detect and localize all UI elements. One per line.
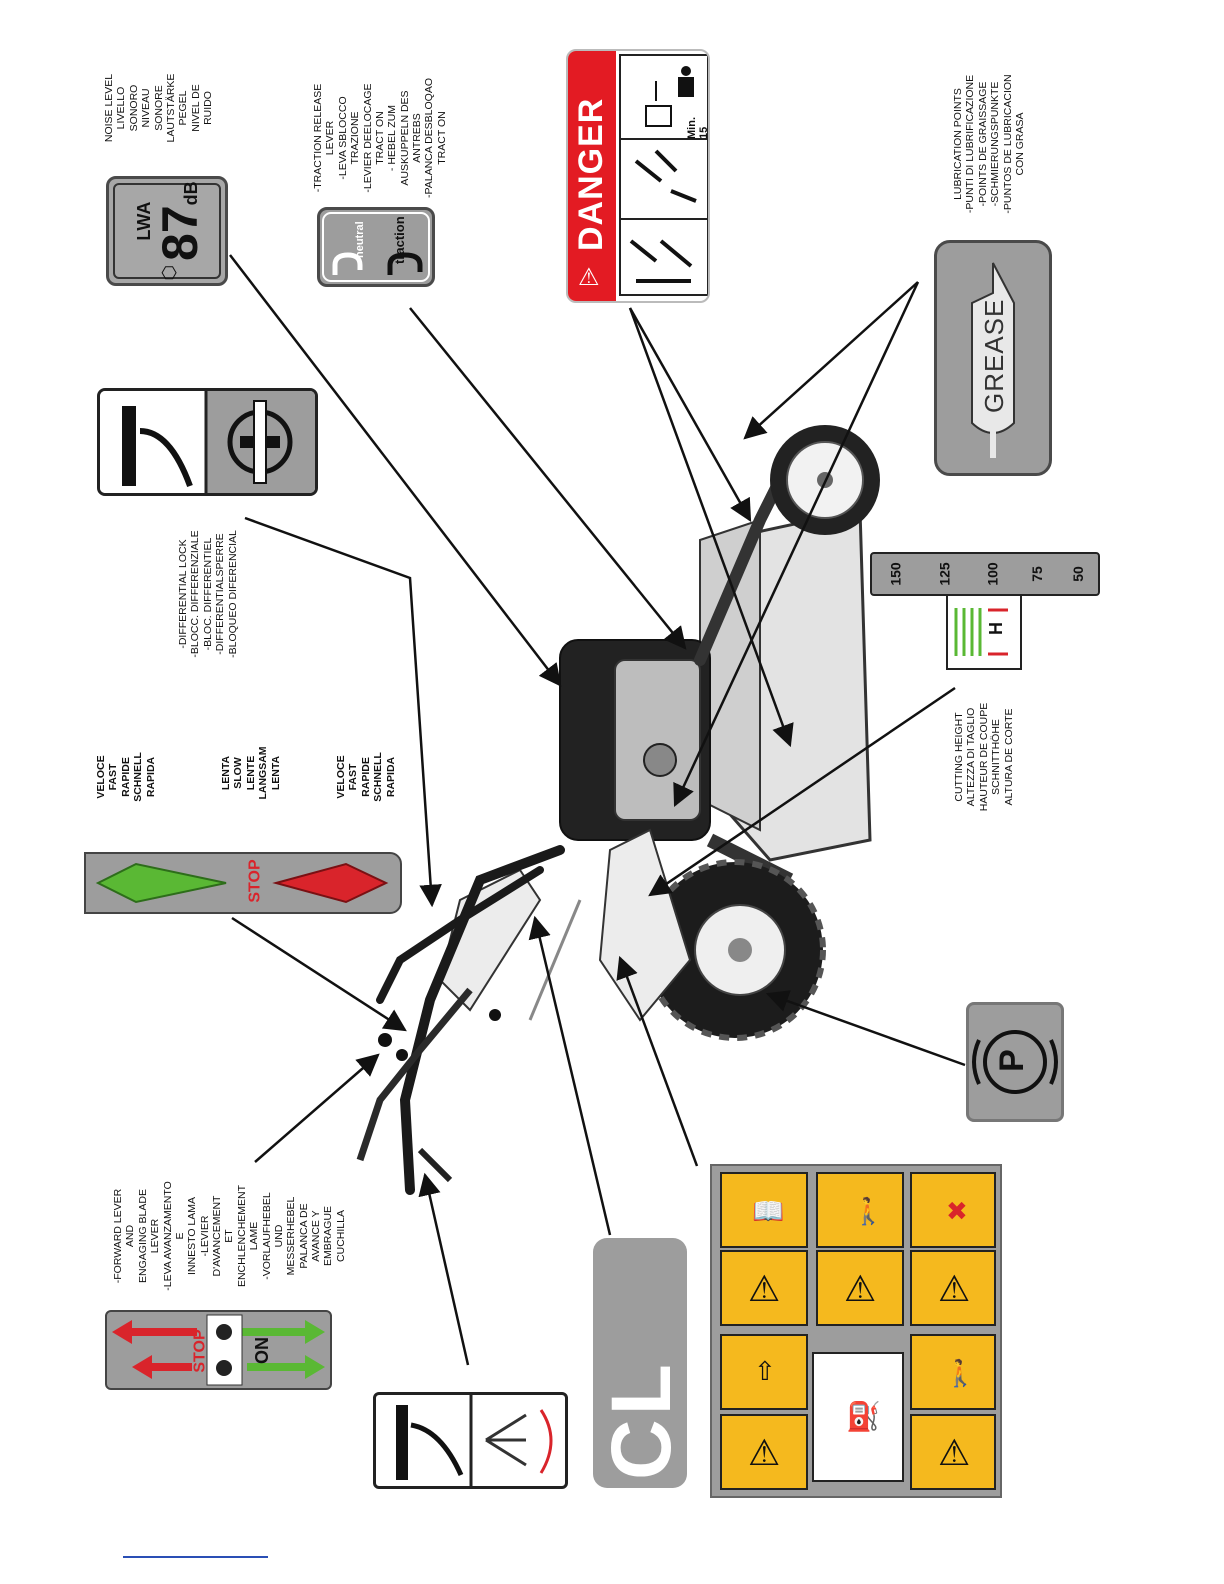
danger-icon: ⚠ (578, 264, 600, 291)
fast-label-2: VELOCE FAST RAPIDE SCHNELL RAPIDA (335, 752, 397, 802)
differential-lock-icon (100, 391, 315, 493)
noise-level-label: NOISE LEVEL LIVELLO SONORO NIVEAU SONORE… (103, 73, 214, 143)
cutting-height-label: CUTTING HEIGHT ALTEZZA DI TAGLIO HAUTEUR… (953, 702, 1015, 812)
traction-neutral-text: neutral (354, 221, 366, 258)
warning-triangle-icon-2: ⚠ (720, 1414, 808, 1490)
grass-height-icon (954, 608, 1008, 656)
noise-icon: ⬡ (158, 264, 179, 281)
hand-hazard-icon: ⚠ (910, 1414, 996, 1490)
danger-pictograms (619, 54, 708, 296)
traction-traction-text: traction (392, 216, 407, 264)
speed-arrows-icon (95, 862, 389, 904)
height-tick: 75 (1029, 566, 1046, 582)
safety-decal: 📖 🚶 ✖ ⚠ ⚠ ⚠ ⇧ ⛽ 🚶 ⚠ ⚠ (710, 1164, 1002, 1498)
forward-lever-label: -FORWARD LEVER AND ENGAGING BLADE LEVER … (112, 1181, 347, 1291)
height-tick: 125 (936, 562, 953, 586)
speed-decal: STOP (84, 852, 402, 914)
handlebar-adjust-icon (396, 1395, 553, 1486)
parking-symbol: P (992, 1049, 1031, 1072)
traction-lever-icon (322, 212, 430, 282)
parking-brake-icon (972, 1030, 1058, 1094)
warning-triangle-icon: ⚠ (720, 1250, 808, 1326)
danger-header: DANGER ⚠ (568, 51, 616, 301)
thrown-objects-icon: ⚠ (816, 1250, 904, 1326)
handlebar-decal (373, 1392, 568, 1489)
leader-lines (229, 254, 966, 1366)
blade-on-text: ON (252, 1337, 272, 1364)
noise-decal: ⬡ LWA 87dB (106, 176, 228, 286)
differential-lock-label: -DIFFERENTIAL LOCK -BLOCC. DIFFERENZIALE… (177, 530, 239, 658)
no-fuel-fire-icon: ⛽ (812, 1352, 904, 1482)
noise-decal-content: ⬡ LWA 87dB (115, 181, 223, 280)
danger-distance: Min. 15 mt. (686, 117, 710, 139)
traction-decal: neutral traction (317, 207, 435, 287)
height-marker: H (986, 622, 1006, 635)
model-decal: CL 75 (593, 1238, 772, 1488)
blade-arrows-icon (112, 1314, 325, 1386)
lubrication-points-label: LUBRICATION POINTS -PUNTI DI LUBRIFICAZI… (952, 74, 1026, 214)
page-footer-rule (123, 1556, 268, 1558)
manual-book-icon: 📖 (720, 1172, 808, 1248)
no-passenger-icon: ✖ (910, 1172, 996, 1248)
parking-decal: P (966, 1002, 1064, 1122)
keep-distance-icon: 🚶 (816, 1172, 904, 1248)
blade-stop-text: STOP (191, 1329, 209, 1373)
speed-stop-text: STOP (246, 859, 264, 903)
handlebar-lift-icon: ⇧ (720, 1334, 808, 1410)
traction-release-label: -TRACTION RELEASE LEVER -LEVA SBLOCCO TR… (312, 77, 448, 198)
height-scale: 150 125 100 75 50 (870, 552, 1100, 596)
height-tick: 50 (1069, 566, 1086, 582)
noise-value: 87dB (151, 181, 208, 261)
handlebar (399, 845, 565, 1195)
height-tick: 100 (984, 562, 1001, 586)
blade-decal: STOP ON (105, 1310, 332, 1390)
danger-decal: DANGER ⚠ Min. 15 mt. (566, 49, 710, 303)
cut-hazard-icon: ⚠ (910, 1250, 996, 1326)
keep-distance-icon-2: 🚶 (910, 1334, 996, 1410)
height-marker-decal: H (946, 594, 1022, 670)
fast-label-1: VELOCE FAST RAPIDE SCHNELL RAPIDA (95, 752, 157, 802)
danger-title: DANGER (572, 97, 610, 251)
slow-label: LENTA SLOW LENTE LANGSAM LENTA (220, 746, 282, 800)
height-tick: 150 (888, 562, 905, 586)
grease-gun-icon (971, 262, 1015, 458)
differential-decal (97, 388, 318, 496)
grease-text: GREASE (979, 298, 1009, 413)
grease-decal: GREASE (934, 240, 1052, 476)
